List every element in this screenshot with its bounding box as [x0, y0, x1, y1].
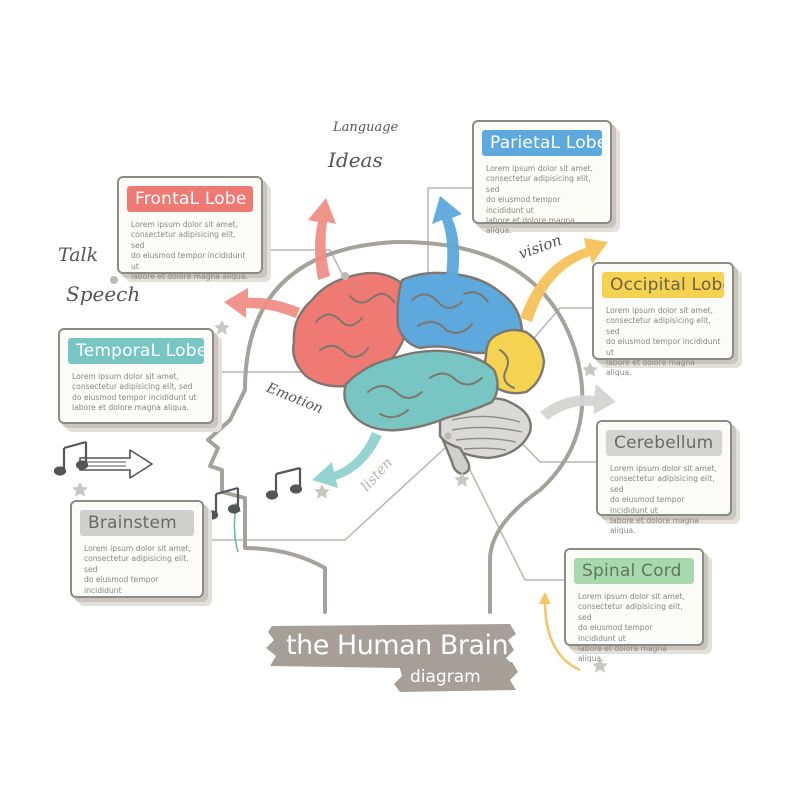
label-talk: Talk — [58, 244, 99, 266]
card-cerebellum: Cerebellum Lorem ipsum dolor sit amet, c… — [596, 420, 732, 535]
music-note-icon — [205, 486, 241, 520]
star-icon — [454, 472, 470, 487]
card-title-temporal: TemporaL Lobe — [68, 338, 204, 364]
brain — [292, 271, 546, 476]
music-note-icon — [265, 466, 303, 500]
temporal-region — [343, 349, 499, 432]
card-temporal-lobe: TemporaL Lobe Lorem ipsum dolor sit amet… — [58, 328, 214, 424]
card-frontal-lobe: FrontaL Lobe Lorem ipsum dolor sit amet,… — [117, 176, 263, 281]
title-brush — [266, 624, 518, 692]
card-brainstem: Brainstem Lorem ipsum dolor sit amet, co… — [70, 500, 204, 598]
card-parietal-lobe: ParietaL Lobe Lorem ipsum dolor sit amet… — [472, 120, 612, 235]
connector-lines — [205, 187, 598, 581]
arrow-ideas — [308, 198, 336, 280]
connector-brainstem — [205, 447, 446, 541]
dot-marker — [444, 432, 452, 440]
star-icon — [214, 320, 230, 335]
music-note-icon — [53, 440, 89, 476]
card-occipital-lobe: Occipital Lobe Lorem ipsum dolor sit ame… — [592, 262, 734, 377]
label-language: Language — [333, 120, 399, 135]
arrow-vision — [520, 238, 608, 322]
label-dots — [110, 272, 452, 440]
card-title-parietal: ParietaL Lobe — [482, 130, 602, 156]
arrow-talk — [224, 288, 300, 318]
card-body-cerebellum: Lorem ipsum dolor sit amet, consectetur … — [610, 464, 718, 536]
arrow-parietal — [432, 196, 462, 276]
star-icon — [582, 362, 598, 377]
card-body-occipital: Lorem ipsum dolor sit amet, consectetur … — [606, 306, 721, 378]
card-body-parietal: Lorem ipsum dolor sit amet, consectetur … — [486, 164, 594, 236]
star-icon — [72, 482, 88, 497]
outline-arrow — [79, 449, 153, 479]
arrow-brainstem — [233, 507, 239, 553]
card-body-spinal: Lorem ipsum dolor sit amet, consectetur … — [578, 592, 686, 664]
brainstem-region — [441, 438, 471, 476]
card-spinal-cord: Spinal Cord Lorem ipsum dolor sit amet, … — [564, 548, 704, 663]
arrow-listen — [312, 432, 382, 488]
card-body-temporal: Lorem ipsum dolor sit amet, consectetur … — [72, 372, 197, 413]
occipital-region — [483, 328, 546, 395]
star-icon — [592, 658, 608, 673]
arrow-cerebellum — [540, 384, 616, 420]
arrows — [79, 196, 616, 672]
title-sub: diagram — [410, 667, 481, 687]
stars — [72, 320, 608, 673]
label-ideas: Ideas — [328, 148, 383, 172]
title-main: the Human Brain — [286, 630, 509, 661]
card-title-frontal: FrontaL Lobe — [127, 186, 253, 212]
diagram-title: the Human Brain diagram — [268, 622, 518, 696]
star-icon — [314, 484, 330, 499]
connector-spinal — [459, 449, 566, 581]
card-body-frontal: Lorem ipsum dolor sit amet, consectetur … — [131, 220, 248, 282]
music-notes — [53, 440, 303, 520]
card-title-occipital: Occipital Lobe — [602, 272, 724, 298]
arrow-spinal — [543, 599, 581, 672]
card-title-spinal: Spinal Cord — [574, 558, 694, 584]
dot-marker — [341, 272, 349, 280]
dot-marker — [110, 276, 118, 284]
label-speech: Speech — [66, 282, 141, 306]
card-title-cerebellum: Cerebellum — [606, 430, 722, 456]
card-title-brainstem: Brainstem — [80, 510, 194, 536]
connector-parietal — [427, 187, 474, 300]
arrow-spinal-head — [539, 592, 551, 604]
card-body-brainstem: Lorem ipsum dolor sit amet, consectetur … — [84, 544, 192, 595]
